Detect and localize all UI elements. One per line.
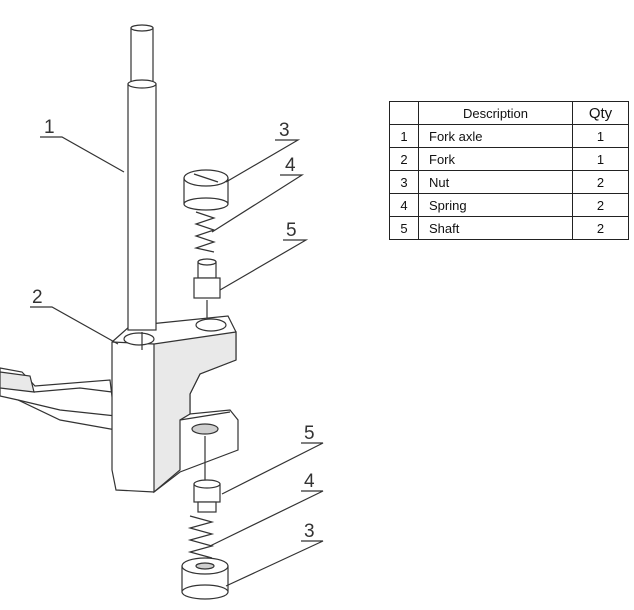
row-description: Shaft bbox=[418, 216, 573, 240]
callout-3-top: 3 bbox=[279, 120, 290, 141]
callout-4-top: 4 bbox=[285, 155, 296, 176]
table-header-row: Description Qty bbox=[389, 101, 629, 125]
spring-bottom bbox=[187, 515, 215, 559]
header-no bbox=[389, 101, 419, 125]
callout-4-bottom: 4 bbox=[304, 471, 315, 492]
table-row: 2 Fork 1 bbox=[389, 147, 629, 171]
table-row: 5 Shaft 2 bbox=[389, 216, 629, 240]
callout-2: 2 bbox=[32, 287, 43, 308]
fork-axle bbox=[127, 24, 157, 350]
nut-bottom bbox=[181, 557, 229, 600]
fork-body bbox=[111, 315, 239, 494]
row-qty: 1 bbox=[572, 147, 629, 171]
row-no: 2 bbox=[389, 147, 419, 171]
row-description: Spring bbox=[418, 193, 573, 217]
shaft-top bbox=[193, 258, 221, 318]
row-qty: 2 bbox=[572, 170, 629, 194]
table-row: 3 Nut 2 bbox=[389, 170, 629, 194]
row-description: Fork axle bbox=[418, 124, 573, 148]
row-qty: 1 bbox=[572, 124, 629, 148]
row-qty: 2 bbox=[572, 193, 629, 217]
callout-3-bottom: 3 bbox=[304, 521, 315, 542]
parts-list-table: Description Qty 1 Fork axle 1 2 Fork 1 3… bbox=[389, 101, 629, 240]
nut-top bbox=[183, 169, 229, 211]
header-description: Description bbox=[418, 101, 573, 125]
callout-5-top: 5 bbox=[286, 220, 297, 241]
fork-arm bbox=[0, 367, 117, 431]
callout-1: 1 bbox=[44, 117, 55, 138]
row-no: 3 bbox=[389, 170, 419, 194]
row-description: Fork bbox=[418, 147, 573, 171]
shaft-bottom bbox=[193, 436, 221, 513]
row-description: Nut bbox=[418, 170, 573, 194]
row-no: 4 bbox=[389, 193, 419, 217]
header-qty: Qty bbox=[572, 101, 629, 125]
callout-5-bottom: 5 bbox=[304, 423, 315, 444]
table-row: 1 Fork axle 1 bbox=[389, 124, 629, 148]
leader-lines bbox=[30, 136, 324, 587]
spring-top bbox=[193, 211, 216, 253]
row-no: 5 bbox=[389, 216, 419, 240]
table-row: 4 Spring 2 bbox=[389, 193, 629, 217]
row-no: 1 bbox=[389, 124, 419, 148]
row-qty: 2 bbox=[572, 216, 629, 240]
